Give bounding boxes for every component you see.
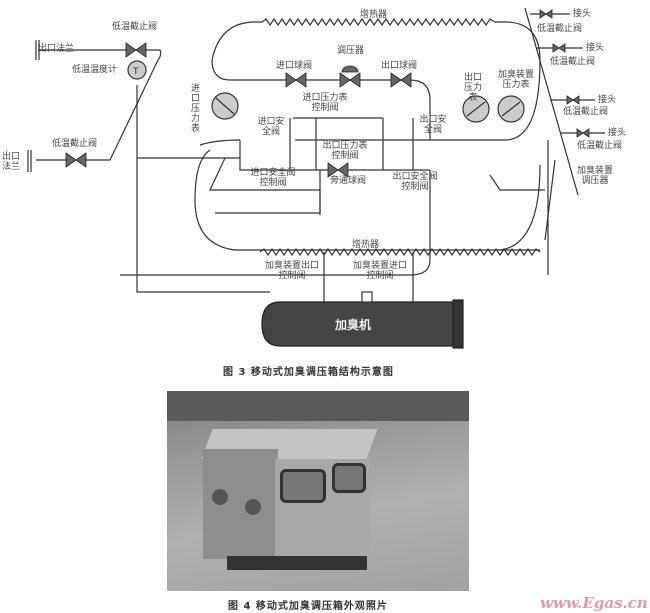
- label-odorizer-regulator: 加臭装置调压器: [576, 166, 613, 186]
- label-valve-bottom-left: 低温截止阀: [52, 139, 98, 149]
- svg-text:T: T: [132, 67, 139, 77]
- label-valve-top-left: 低温截止阀: [112, 22, 158, 32]
- label-joint-4: 接头: [608, 128, 627, 138]
- label-outlet-flange-top: 出口法兰: [38, 44, 75, 54]
- label-outlet-gauge-control-valve: 出口压力表控制阀: [322, 141, 368, 161]
- label-odorizer: 加臭机: [335, 318, 372, 332]
- label-inlet-ball-valve: 进口球阀: [276, 61, 313, 71]
- label-inlet-safety-valve: 进口安全阀: [257, 117, 285, 137]
- label-inlet-pressure-gauge: 进口压力表: [189, 83, 199, 133]
- label-regulator: 调压器: [337, 46, 365, 56]
- label-heater-bottom: 增热器: [352, 240, 380, 250]
- label-branch-valve-3: 低温截止阀: [563, 107, 609, 117]
- heater-zigzag-top: [261, 17, 496, 27]
- label-outlet-pressure-gauge: 出口压力表: [463, 73, 482, 103]
- figure3-caption: 图 3 移动式加臭调压箱结构示意图: [223, 367, 394, 378]
- label-branch-valve-4: 低温截止阀: [577, 141, 623, 151]
- label-inlet-gauge-control-valve: 进口压力表控制阀: [302, 93, 348, 113]
- figure4-photo: [167, 391, 469, 591]
- figure4-caption: 图 4 移动式加臭调压箱外观照片: [228, 601, 388, 612]
- label-joint-2: 接头: [586, 43, 605, 53]
- label-joint-1: 接头: [573, 9, 592, 19]
- figure3-diagram: T: [27, 7, 605, 349]
- odorizer-tank: [261, 301, 454, 347]
- label-joint-3: 接头: [598, 95, 617, 105]
- label-odorizer-outlet-control-valve: 加臭装置出口控制阀: [264, 261, 319, 281]
- label-inlet-safety-control-valve: 进口安全阀控制阀: [250, 168, 296, 188]
- label-odorizer-pressure-gauge: 加臭装置压力表: [497, 70, 534, 90]
- label-branch-valve-1: 低温截止阀: [537, 24, 583, 34]
- heater-zigzag-bottom: [259, 247, 541, 257]
- label-outlet-safety-valve: 出口安全阀: [419, 115, 447, 135]
- label-bypass-ball-valve: 旁通球阀: [330, 176, 367, 186]
- label-heater-top: 增热器: [360, 10, 388, 20]
- label-odorizer-inlet-control-valve: 加臭装置进口控制阀: [352, 261, 407, 281]
- label-outlet-flange-left: 出口法兰: [2, 152, 21, 172]
- label-thermometer: 低温温度计: [72, 65, 118, 75]
- watermark: www.Egas.cn: [540, 594, 648, 612]
- label-branch-valve-2: 低温截止阀: [550, 57, 596, 67]
- label-outlet-safety-control-valve: 出口安全阀控制阀: [392, 172, 438, 192]
- label-outlet-ball-valve: 出口球阀: [381, 61, 418, 71]
